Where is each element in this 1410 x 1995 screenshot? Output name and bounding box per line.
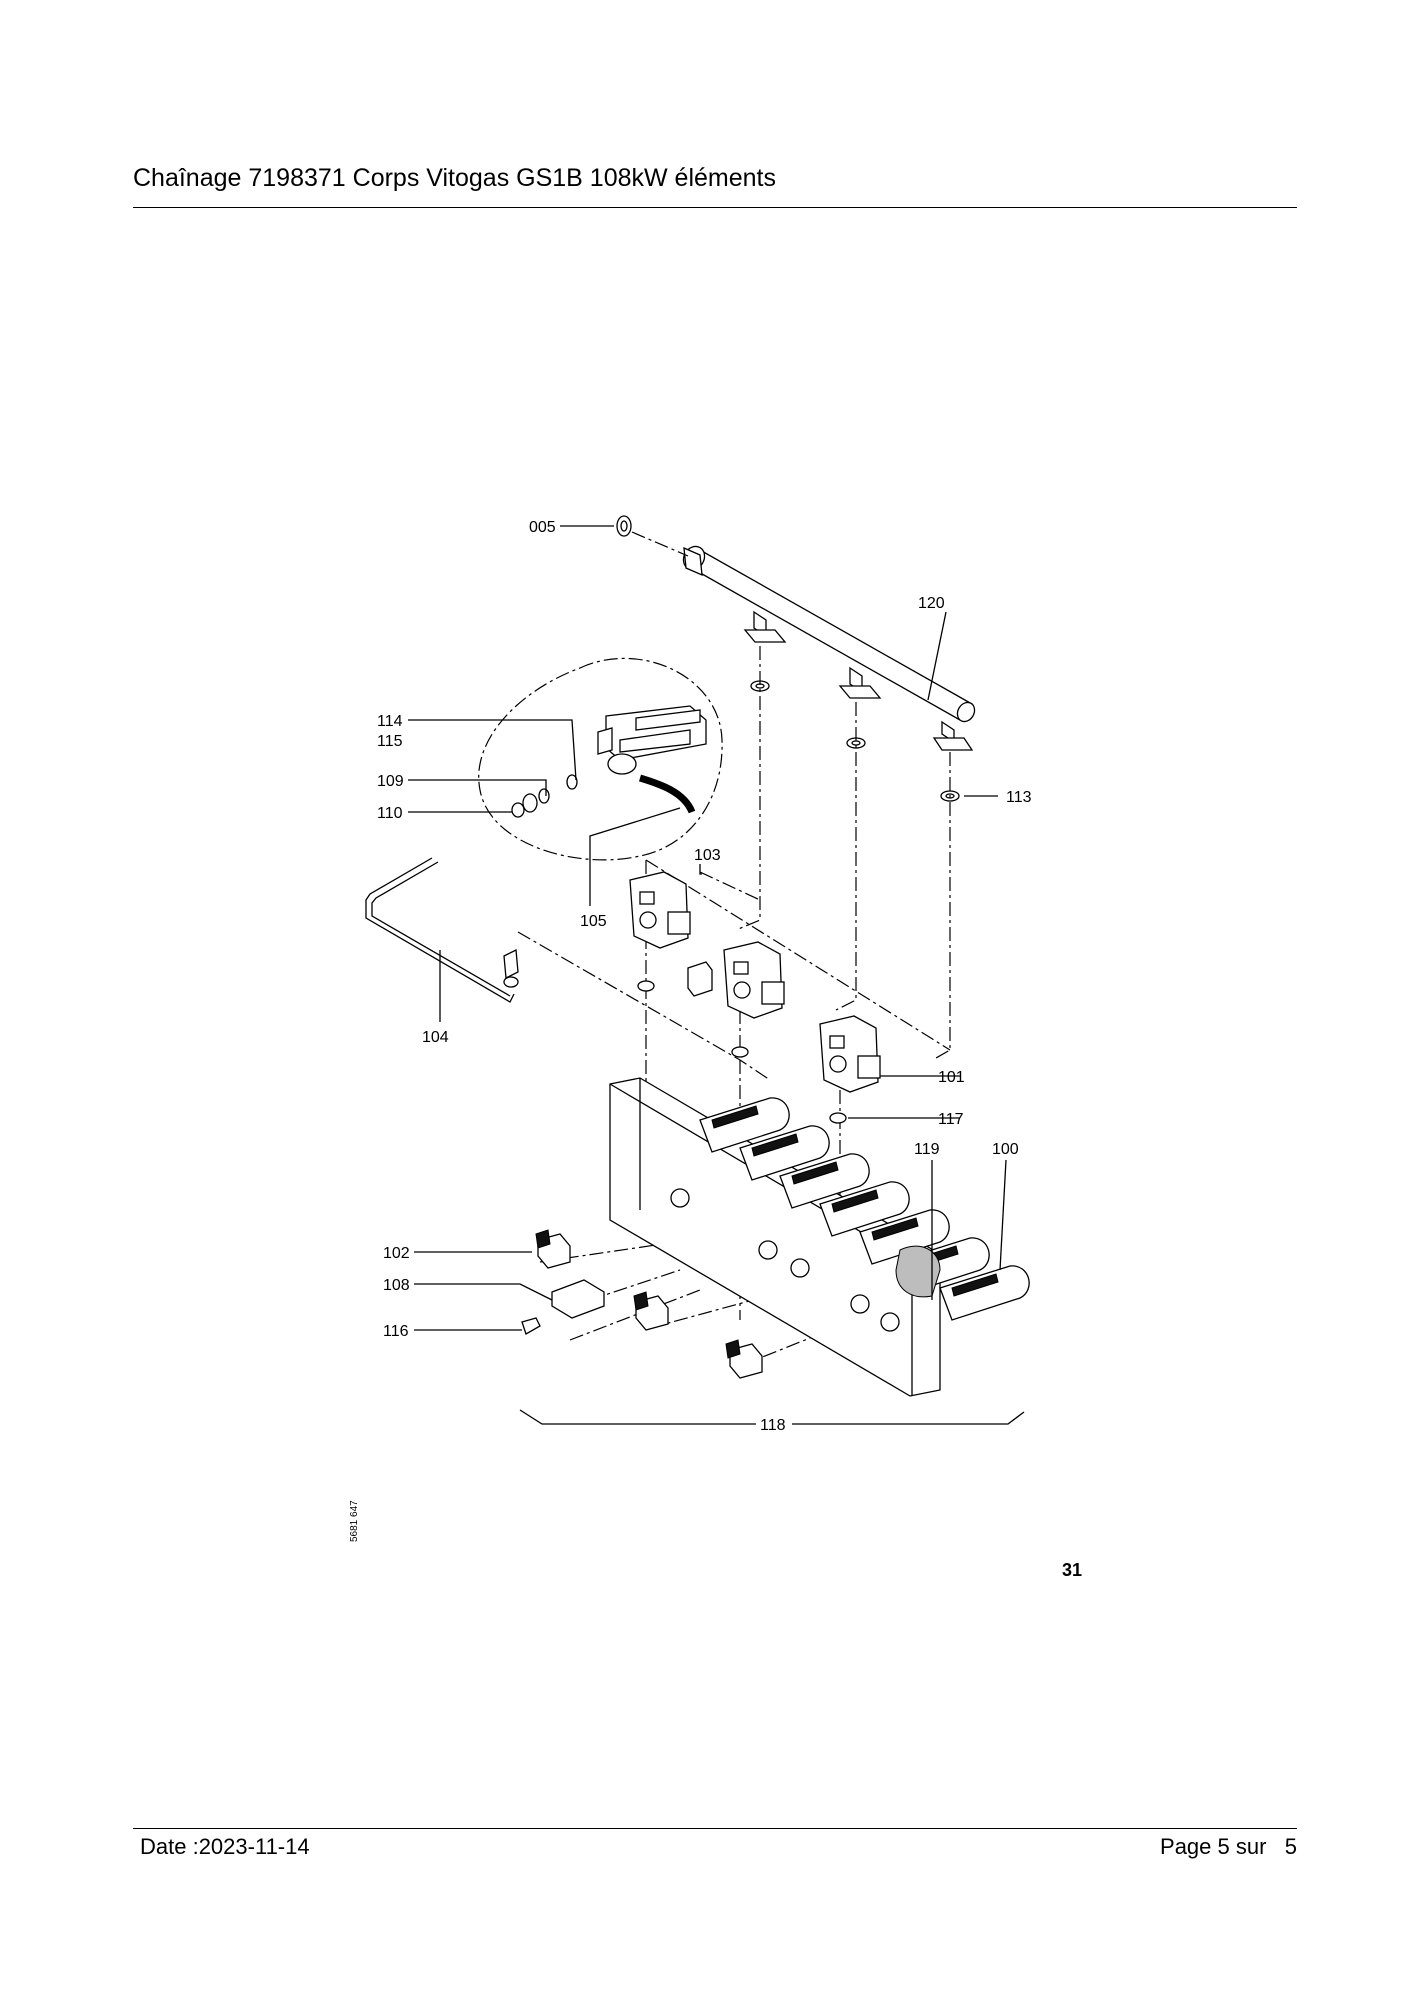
drawing-number: 5681 647 <box>349 1500 360 1542</box>
footer-page-number: Page 5 sur 5 <box>1160 1834 1297 1859</box>
callout-119: 119 <box>914 1141 940 1158</box>
footer-rule <box>133 1828 1297 1829</box>
callout-101: 101 <box>938 1069 965 1086</box>
gas-manifold-pipe <box>682 545 976 751</box>
bracket-108 <box>551 1279 605 1319</box>
callout-113: 113 <box>1006 789 1032 806</box>
callout-118: 118 <box>760 1417 786 1434</box>
gas-valve-1 <box>629 871 691 992</box>
burner-tubes <box>699 1097 1030 1321</box>
pilot-burner-detail <box>478 657 723 861</box>
callout-005: 005 <box>529 519 556 536</box>
callout-leaders <box>408 525 1025 1425</box>
catalog-page-number: 31 <box>1062 1560 1082 1580</box>
ignition-electrodes-102 <box>535 1229 763 1379</box>
callout-103: 103 <box>694 847 721 864</box>
screw-116 <box>521 1317 541 1335</box>
callout-108: 108 <box>383 1277 410 1294</box>
header-rule <box>133 207 1297 208</box>
gas-valve-2 <box>723 941 785 1058</box>
callout-114: 114 <box>377 713 403 730</box>
page-title: Chaînage 7198371 Corps Vitogas GS1B 108k… <box>133 164 776 192</box>
ignition-tube-104 <box>365 857 519 1003</box>
washer-005 <box>616 515 632 537</box>
callout-116: 116 <box>383 1323 409 1340</box>
callout-115: 115 <box>377 733 403 750</box>
callout-104: 104 <box>422 1029 449 1046</box>
callout-110: 110 <box>377 805 403 822</box>
callout-109: 109 <box>377 773 404 790</box>
burner-block <box>609 1077 1030 1397</box>
callout-117: 117 <box>938 1111 964 1128</box>
part-103 <box>687 961 713 997</box>
gas-valve-3 <box>819 1015 881 1124</box>
callout-100: 100 <box>992 1141 1019 1158</box>
callout-105: 105 <box>580 913 607 930</box>
callout-120: 120 <box>918 595 945 612</box>
footer-date: Date :2023-11-14 <box>140 1834 310 1859</box>
callout-102: 102 <box>383 1245 410 1262</box>
